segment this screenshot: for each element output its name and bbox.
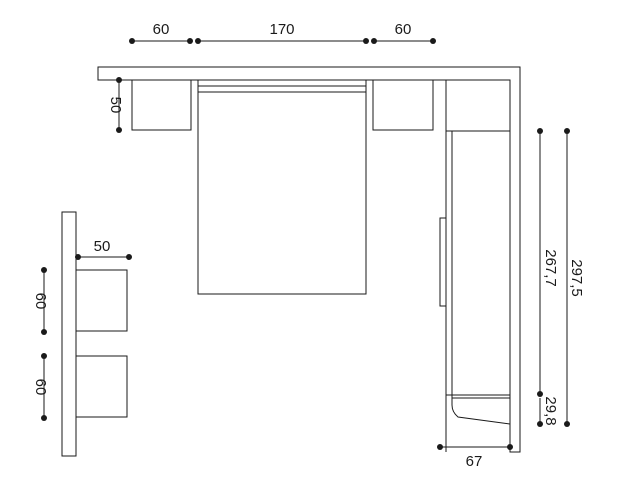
dim-wardrobe-height: 267,7 (542, 249, 559, 287)
dim-top-left: 60 (153, 21, 170, 38)
bed-frame (197, 79, 367, 295)
wardrobe-corner-unit (451, 394, 511, 425)
wardrobe-handle (439, 217, 447, 307)
room-walls (61, 66, 521, 457)
nightstand-left (131, 79, 192, 131)
left-wall (61, 211, 77, 457)
nightstand-right (372, 79, 434, 131)
dim-bottom-width: 67 (466, 453, 483, 470)
dim-bench-depth: 50 (94, 238, 111, 255)
bench-seat-lower (75, 355, 128, 418)
dim-bench-lower: 60 (32, 379, 49, 396)
dim-overall-height: 297,5 (568, 259, 585, 297)
bench-seat-upper (75, 269, 128, 332)
dim-bench-upper: 60 (32, 293, 49, 310)
wall-outline (97, 66, 521, 453)
dimension-lines (41, 38, 570, 450)
wardrobe (439, 80, 511, 452)
dim-top-middle: 170 (269, 21, 294, 38)
dim-top-right: 60 (395, 21, 412, 38)
bed (197, 79, 367, 295)
dim-left-height: 50 (107, 97, 124, 114)
dim-bottom-segment: 29,8 (542, 396, 559, 425)
wardrobe-body (445, 130, 511, 396)
